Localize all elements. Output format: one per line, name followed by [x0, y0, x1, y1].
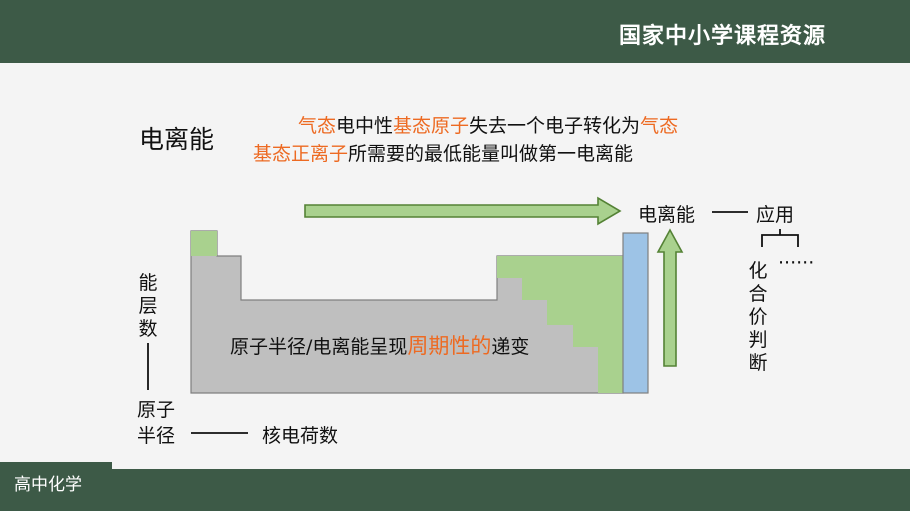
periodicity-text: 原子半径/电离能呈现周期性的递变 — [230, 330, 529, 360]
definition-segment: 所需要的最低能量叫做第一电离能 — [348, 143, 634, 165]
subject-tab — [0, 462, 112, 496]
slide-title: 电离能 — [139, 125, 215, 154]
horizontal-arrow — [304, 196, 622, 226]
periodicity-prefix: 原子半径/电离能呈现 — [230, 336, 408, 358]
green-block-right — [497, 256, 623, 393]
definition-line-2: 基态正离子所需要的最低能量叫做第一电离能 — [253, 139, 633, 166]
subject-label: 高中化学 — [14, 475, 82, 495]
definition-segment: 基态原子 — [393, 115, 470, 137]
atomic-radius-label-1: 原子 — [137, 399, 176, 421]
top-bar — [0, 0, 910, 63]
green-block-top-left — [191, 231, 217, 256]
periodicity-highlight: 周期性的 — [407, 334, 492, 358]
atomic-radius-label-2: 半径 — [137, 425, 176, 447]
periodicity-suffix: 递变 — [491, 336, 530, 358]
definition-segment: 失去一个电子转化为 — [469, 115, 641, 137]
definition-line-1: 气态电中性基态原子失去一个电子转化为气态 — [298, 111, 678, 138]
energy-level-label: 能层数 — [138, 272, 158, 340]
blue-column-noble-gases — [622, 232, 649, 394]
definition-segment: 气态 — [298, 115, 337, 137]
application-bracket — [761, 234, 799, 247]
nuclear-charge-label: 核电荷数 — [262, 425, 339, 447]
vertical-arrow — [656, 228, 684, 367]
ionization-energy-label: 电离能 — [638, 204, 696, 226]
definition-segment: 电中性 — [336, 115, 394, 137]
definition-segment: 基态正离子 — [253, 143, 349, 165]
application-label: 应用 — [756, 204, 795, 226]
definition-segment: 气态 — [640, 115, 679, 137]
bottom-bar — [0, 469, 910, 511]
brand-logo: 国家中小学课程资源 — [618, 24, 826, 49]
ellipsis-label: ······ — [778, 252, 815, 274]
valence-judgment-label: 化合价判断 — [748, 260, 768, 374]
